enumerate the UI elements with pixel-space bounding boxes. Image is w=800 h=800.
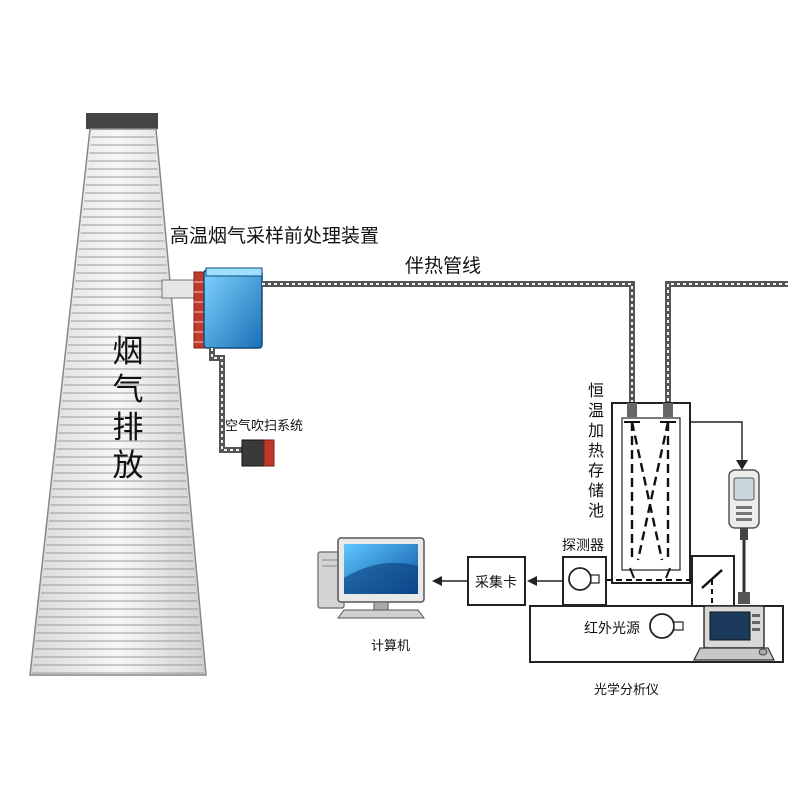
thermostat-label-char: 加 <box>588 421 604 440</box>
stack-label-char: 放 <box>113 448 144 484</box>
stack-label: 烟 气 排 放 <box>113 334 144 484</box>
optical-analyzer-label: 光学分析仪 <box>594 682 659 698</box>
thermostat-cell-label: 恒 温 加 热 存 储 池 <box>588 381 604 520</box>
cell-outlet-port <box>663 403 673 417</box>
ir-source-label: 红外光源 <box>584 621 640 637</box>
chimney <box>29 113 207 676</box>
chimney-lines <box>32 136 204 674</box>
thermostat-label-char: 温 <box>588 401 604 420</box>
desktop-computer <box>317 537 425 619</box>
pretreatment-box <box>203 269 263 349</box>
daq-card-label: 采集卡 <box>475 574 517 591</box>
heat-trace-line-2 <box>665 281 788 412</box>
heat-trace-label: 伴热管线 <box>405 255 481 277</box>
pretreatment-device <box>161 267 263 349</box>
thermostat-label-char: 存 <box>588 461 604 480</box>
daq-card-box <box>467 556 526 606</box>
thermostat-cell <box>611 402 691 584</box>
analyzer-keyboard <box>693 647 775 661</box>
air-purge-label: 空气吹扫系统 <box>225 418 303 434</box>
heat-trace-lines <box>209 281 788 453</box>
heat-trace-line-1 <box>262 281 635 412</box>
ir-source <box>649 613 684 639</box>
multipass-beam <box>630 421 670 561</box>
arrow-head <box>432 576 442 586</box>
stack-label-char: 烟 <box>113 334 144 370</box>
cell-to-meter-line <box>690 421 743 462</box>
detector-lens <box>568 567 592 591</box>
meter-screen <box>733 477 755 501</box>
detector <box>562 556 607 606</box>
purge-body <box>241 439 267 467</box>
detector-label: 探测器 <box>562 538 604 554</box>
purge-line <box>209 348 242 453</box>
handheld-meter <box>728 469 760 604</box>
thermostat-label-char: 储 <box>588 481 604 500</box>
analyzer-computer <box>693 605 775 661</box>
analyzer-screen <box>709 611 751 641</box>
mirror-icon <box>701 569 723 589</box>
thermostat-label-char: 热 <box>588 441 604 460</box>
computer-label: 计算机 <box>371 639 410 654</box>
cell-bottom-mirror <box>629 567 671 579</box>
stack-label-char: 排 <box>113 410 144 446</box>
chimney-cap <box>86 113 158 129</box>
daq-card: 采集卡 <box>467 556 526 606</box>
ir-source-bulb <box>649 613 675 639</box>
arrow-head <box>736 460 748 470</box>
cell-outer <box>611 402 691 584</box>
pretreatment-top <box>205 267 263 277</box>
pc-keyboard <box>337 609 425 619</box>
arrow-head <box>527 576 537 586</box>
pretreatment-label: 高温烟气采样前处理装置 <box>170 225 379 247</box>
stack-label-char: 气 <box>113 372 144 408</box>
purge-heater <box>263 439 275 467</box>
meter-connector <box>740 528 748 540</box>
meter-plug <box>738 592 750 604</box>
cell-inner <box>621 417 681 571</box>
air-purge-unit <box>241 439 275 467</box>
cell-inlet-port <box>627 403 637 417</box>
sampling-probe <box>161 279 197 299</box>
thermostat-label-char: 池 <box>588 501 604 520</box>
thermostat-label-char: 恒 <box>588 381 604 400</box>
